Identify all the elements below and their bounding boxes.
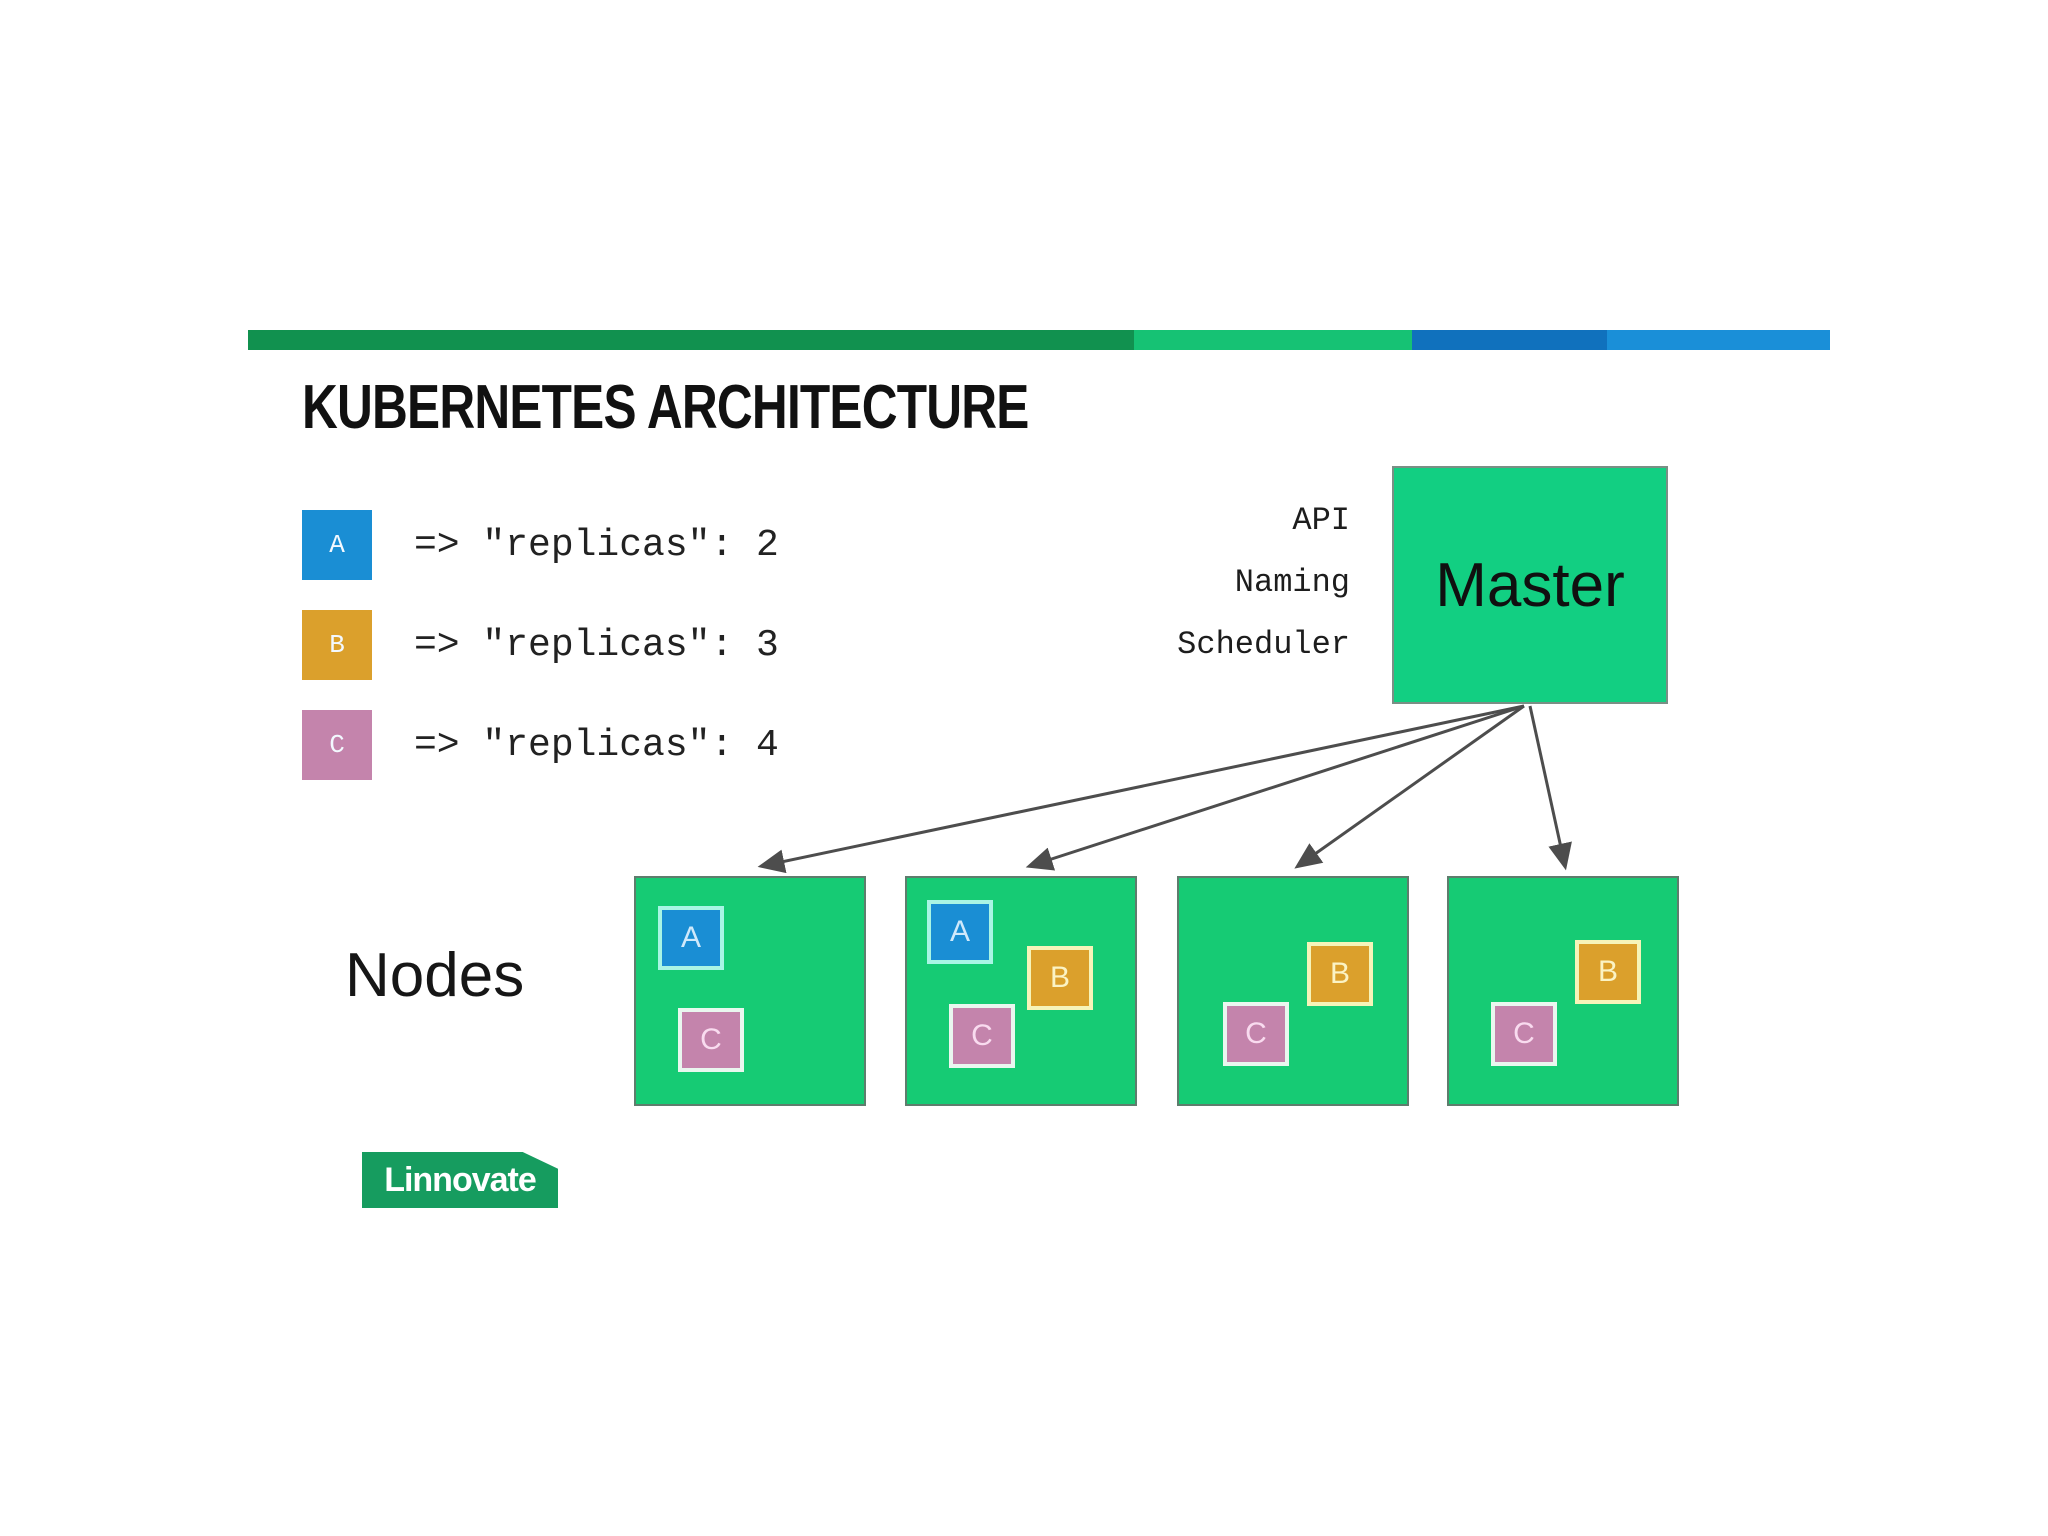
master-service-naming: Naming	[1234, 564, 1350, 601]
legend-swatch-b: B	[302, 610, 372, 680]
nodes-label: Nodes	[345, 941, 525, 1010]
legend-swatch-a: A	[302, 510, 372, 580]
topbar-segment-green	[1133, 330, 1413, 350]
pod-c: C	[949, 1004, 1015, 1068]
legend-row-a: A => "replicas": 2	[302, 495, 942, 595]
master-node-box: Master	[1392, 466, 1668, 704]
node-box-1: A C	[634, 876, 866, 1106]
arrow-to-node-4	[1528, 705, 1572, 871]
arrow-to-node-2	[1025, 704, 1525, 871]
topbar-segment-dark-blue	[1412, 330, 1607, 350]
page-title: KUBERNETES ARCHITECTURE	[302, 373, 1029, 442]
legend-row-b: B => "replicas": 3	[302, 595, 942, 695]
legend-text-a: => "replicas": 2	[414, 523, 779, 567]
pod-a: A	[927, 900, 993, 964]
master-service-scheduler: Scheduler	[1177, 626, 1350, 663]
legend-text-b: => "replicas": 3	[414, 623, 779, 667]
master-service-api: API	[1292, 502, 1350, 539]
legend-row-c: C => "replicas": 4	[302, 695, 942, 795]
pod-a: A	[658, 906, 724, 970]
node-box-2: A B C	[905, 876, 1137, 1106]
replicas-legend: A => "replicas": 2 B => "replicas": 3 C …	[302, 495, 942, 795]
pod-c: C	[1223, 1002, 1289, 1066]
legend-text-c: => "replicas": 4	[414, 723, 779, 767]
pod-b: B	[1307, 942, 1373, 1006]
master-label: Master	[1435, 550, 1625, 620]
pod-b: B	[1027, 946, 1093, 1010]
topbar-segment-dark-green	[248, 330, 1134, 350]
logo-text: Linnovate	[384, 1160, 537, 1199]
master-services-list: API Naming Scheduler	[1090, 490, 1350, 676]
node-box-3: B C	[1177, 876, 1409, 1106]
topbar-segment-blue	[1606, 330, 1830, 350]
pod-b: B	[1575, 940, 1641, 1004]
legend-swatch-c: C	[302, 710, 372, 780]
top-color-bar	[248, 330, 1830, 350]
linnovate-logo: Linnovate	[362, 1152, 558, 1208]
pod-c: C	[1491, 1002, 1557, 1066]
arrow-to-node-3	[1294, 704, 1525, 869]
node-box-4: B C	[1447, 876, 1679, 1106]
pod-c: C	[678, 1008, 744, 1072]
